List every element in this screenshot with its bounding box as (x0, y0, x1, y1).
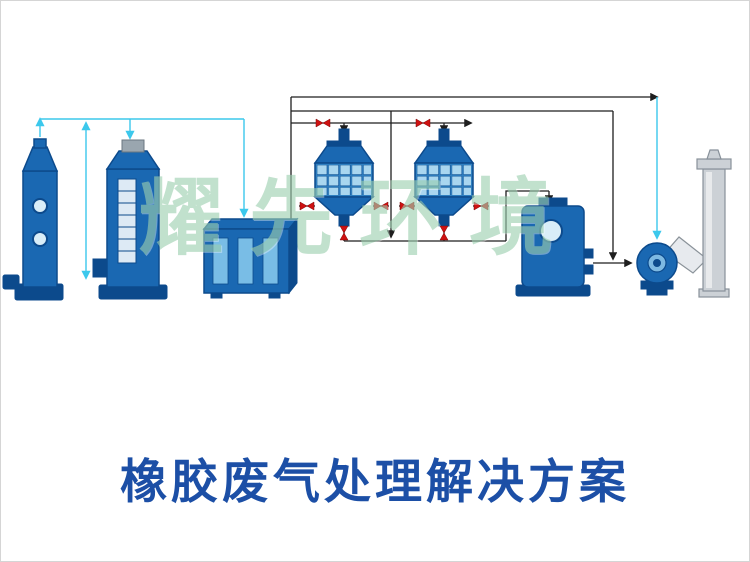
centrifugal-fan (636, 236, 708, 296)
uv-photolysis-box (202, 217, 299, 299)
exhaust-chimney (696, 149, 732, 298)
pipes-cyan (35, 97, 662, 280)
adsorber-tank-2 (414, 128, 474, 227)
water-tank (515, 197, 594, 297)
packing-tower (92, 139, 168, 300)
adsorber-tank-1 (314, 128, 374, 227)
page-title: 橡胶废气处理解决方案 (120, 457, 630, 509)
spray-tower (2, 138, 64, 301)
process-flow-diagram (2, 92, 732, 301)
